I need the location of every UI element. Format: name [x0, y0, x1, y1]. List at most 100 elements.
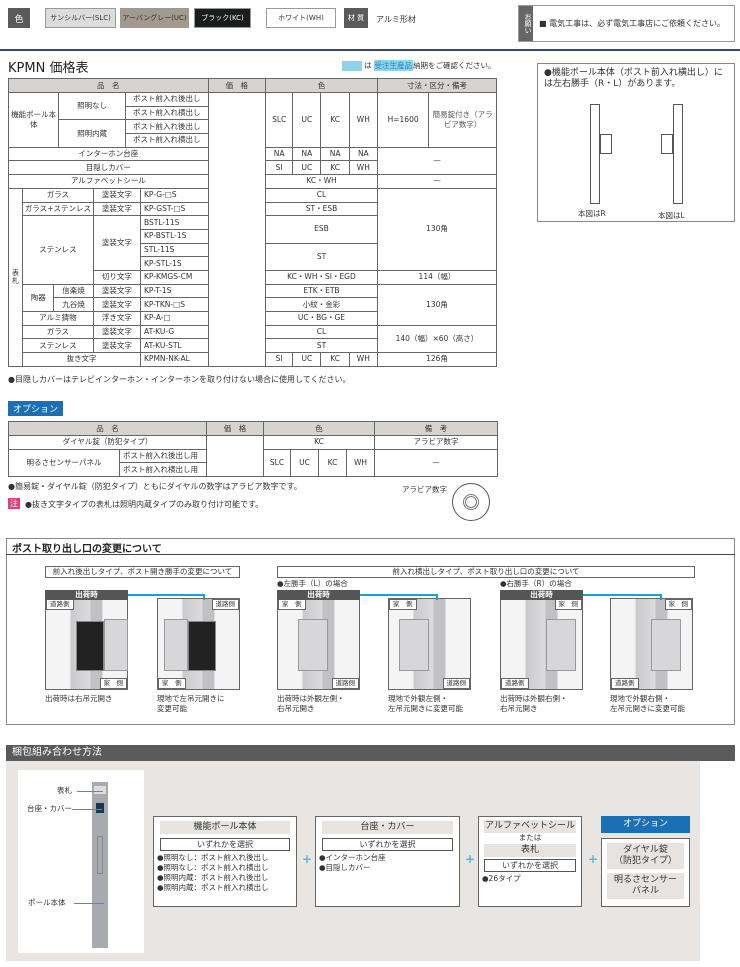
arrow-line	[360, 594, 437, 596]
table-cell: 塗装文字	[92, 215, 142, 271]
pack-box-base: 台座・カバー いずれかを選択 ●インターホン台座 ●目隠しカバー	[315, 816, 460, 907]
table-cell: H=1600	[376, 92, 430, 148]
table-row: 品 名価 格色備 考	[8, 421, 498, 436]
base-part	[96, 803, 104, 813]
table-cell: UC	[292, 352, 322, 367]
table-cell: 表札	[7, 187, 24, 367]
table-cell: ETK・ETB	[265, 283, 378, 299]
post-door-l	[661, 134, 673, 154]
table-cell: CL	[265, 324, 378, 340]
table-cell: —	[374, 448, 498, 478]
table-cell: 塗装文字	[92, 324, 142, 340]
panel-photo-6: 家 側道路側	[610, 598, 693, 690]
table-cell: ST	[265, 338, 378, 354]
option-table: 品 名価 格色備 考 ダイヤル錠（防犯タイプ） KC アラビア数字 明るさセンサーパ…	[8, 421, 498, 478]
right-case: ●右勝手（R）の場合	[500, 579, 572, 588]
table-cell: KC	[320, 352, 350, 367]
pole-body	[92, 782, 108, 948]
list-item: ●26タイプ	[482, 874, 521, 883]
list-item: ●照明内蔵：ポスト前入れ後出し	[157, 873, 269, 882]
list-item: ●照明なし：ポスト前入れ横出し	[157, 863, 269, 872]
table-cell	[206, 434, 264, 478]
pointer-line	[77, 791, 103, 792]
box-rear-type: 前入れ後出しタイプ、ポスト開き勝手の変更について	[45, 566, 240, 578]
page-title: KPMN 価格表	[8, 61, 89, 76]
panel-photo-3: 家 側道路側	[277, 598, 360, 690]
box-title: 表札	[484, 844, 576, 857]
caption: 出荷時は右吊元開き	[45, 694, 113, 703]
table-cell: 塗装文字	[92, 201, 142, 217]
table-cell: ESB	[265, 215, 378, 244]
plus-icon: +	[465, 852, 476, 866]
choose-label: いずれかを選択	[484, 859, 576, 872]
legend-tag: 受注生産品	[373, 60, 413, 71]
table-cell: KC・WH	[265, 174, 378, 189]
divider	[6, 554, 735, 555]
table-cell: CL	[265, 187, 378, 203]
box-title: 台座・カバー	[322, 821, 453, 834]
table-cell: 色	[263, 421, 375, 436]
caption: 現地で左吊元開きに 変更可能	[157, 694, 225, 713]
table-cell: 140（幅）×60（高さ）	[376, 324, 498, 354]
pole-illustration	[18, 770, 144, 953]
label-base: 台座・カバー	[27, 804, 72, 813]
option-label: オプション	[601, 816, 690, 833]
material-label: 材 質	[344, 8, 368, 28]
table-cell: KC	[320, 160, 350, 176]
caption: 現地で外観右側・ 左吊元開きに変更可能	[610, 694, 685, 713]
nameplate-part	[94, 786, 106, 794]
table-cell: 照明内蔵	[58, 119, 126, 148]
table-cell: アルミ鋳物	[22, 311, 94, 326]
table-cell: ダイヤル錠（防犯タイプ）	[8, 435, 207, 450]
caption: 出荷時は外観左側・ 右吊元開き	[277, 694, 345, 713]
plus-icon: +	[588, 852, 599, 866]
table-cell: SI	[265, 160, 294, 176]
table-cell: KC・WH・SI・EGD	[265, 269, 378, 285]
table-cell: アラビア数字	[374, 435, 498, 450]
table-cell: ステンレス	[22, 338, 94, 354]
table-cell: ポスト前入れ後出し用	[119, 448, 207, 464]
hand-text: ●機能ポール本体（ポスト前入れ横出し）には左右勝手（R・L）があります。	[544, 68, 723, 89]
table-cell: UC・BG・GE	[265, 311, 378, 326]
panel-photo-4: 家 側道路側	[388, 598, 471, 690]
ship-label: 出荷時	[45, 590, 128, 600]
table-cell: 品 名	[8, 78, 209, 93]
legend-is: は	[364, 61, 372, 70]
panel-photo-1: 道路側家 側	[45, 598, 128, 690]
table-cell: 小紋・金彩	[265, 297, 378, 312]
pole-l	[673, 104, 683, 204]
table-cell: WH	[348, 352, 378, 367]
table-cell: KC	[318, 448, 347, 478]
table-cell: ST	[265, 242, 378, 271]
table-cell: KC	[320, 92, 350, 148]
caption-l: 本図はL	[658, 211, 685, 220]
notice-tag: お願い	[519, 6, 533, 41]
arrow-line	[660, 594, 662, 600]
table-cell: 抜き文字	[22, 352, 142, 367]
table-cell: UC	[292, 92, 322, 148]
table-cell: 価 格	[207, 78, 267, 93]
table-cell: ポスト前入れ後出し	[124, 119, 209, 135]
table-cell: SI	[265, 352, 294, 367]
notice-box: お願い ■ 電気工事は、必ず電気工事店にご依頼ください。	[518, 5, 735, 42]
arrow-line	[583, 594, 661, 596]
table-cell: UC	[290, 448, 319, 478]
price-note: ●目隠しカバーはテレビインターホン・インターホンを取り付けない場合に使用してくだ…	[8, 375, 351, 384]
chip-uc: アーバングレー(UC)	[120, 8, 189, 28]
table-cell: AT-KU-G	[140, 324, 209, 340]
left-case: ●左勝手（L）の場合	[277, 579, 348, 588]
note-tag: 注	[8, 498, 20, 509]
table-cell: 価 格	[206, 421, 264, 436]
table-cell: 簡易錠付き（アラビア数字）	[428, 92, 497, 148]
dial-caption: アラビア数字	[402, 485, 447, 494]
table-cell: KP-G-□S	[140, 187, 209, 203]
table-cell: 塗装文字	[92, 283, 142, 299]
table-cell: 塗装文字	[92, 187, 142, 203]
list-item: ●目隠しカバー	[319, 863, 371, 872]
